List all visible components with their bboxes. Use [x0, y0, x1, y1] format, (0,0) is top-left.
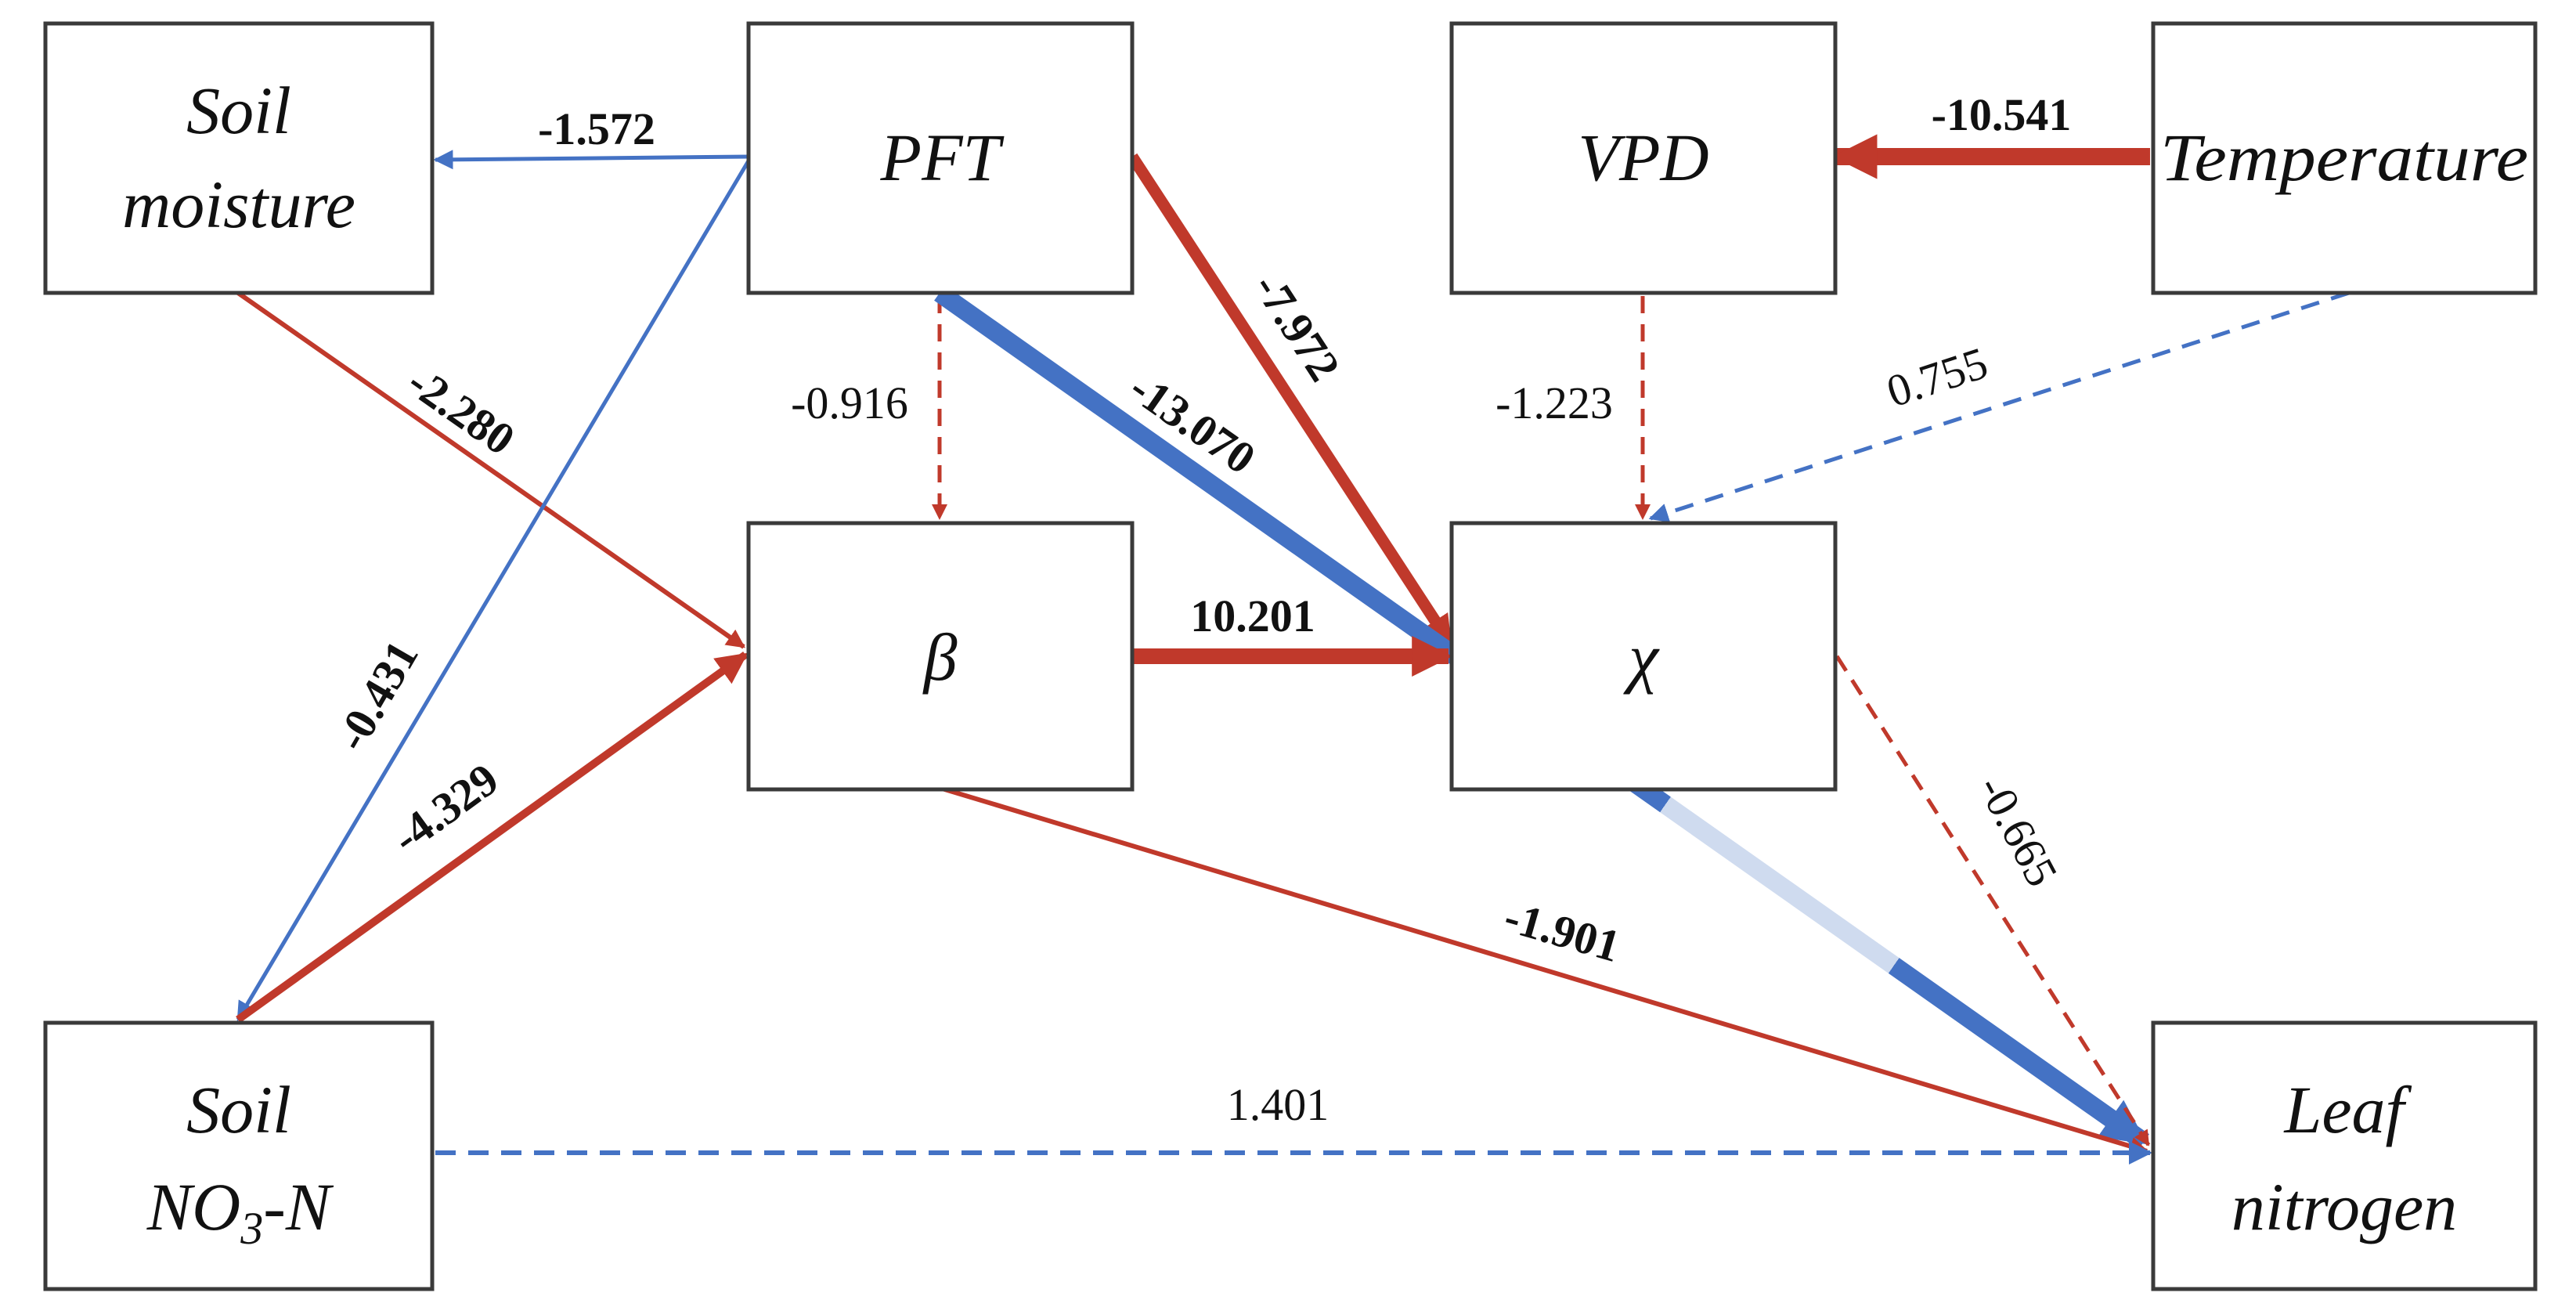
- label-soil-no3-to-leaf-nitrogen: 1.401: [1227, 1079, 1329, 1130]
- label-beta-to-chi: 10.201: [1190, 590, 1315, 641]
- edge-pft-to-soil-moisture: [433, 150, 751, 170]
- node-pft-label: PFT: [880, 120, 1005, 195]
- node-pft: PFT: [746, 21, 1135, 295]
- node-soil-moisture: Soil moisture: [43, 21, 435, 295]
- label-soil-no3-to-beta: -4.329: [383, 753, 507, 864]
- node-soil-moisture-line2: moisture: [122, 167, 355, 242]
- node-soil-moisture-line1: Soil: [186, 73, 291, 148]
- edge-temperature-to-chi: [1648, 291, 2350, 522]
- node-temperature-label: Temperature: [2160, 120, 2528, 195]
- node-leaf-nitrogen: Leaf nitrogen: [2151, 1020, 2538, 1291]
- label-vpd-to-chi: -1.223: [1495, 377, 1613, 428]
- node-chi: χ: [1449, 521, 1838, 792]
- node-soil-no3-line2-end: -N: [263, 1169, 334, 1244]
- edge-beta-to-leaf-nitrogen: [939, 785, 2149, 1156]
- node-soil-no3-line2-sub: 3: [240, 1203, 263, 1254]
- label-temperature-to-vpd: -10.541: [1932, 89, 2072, 140]
- node-leaf-nitrogen-line1: Leaf: [2283, 1072, 2412, 1147]
- label-temperature-to-chi: 0.755: [1881, 337, 1993, 417]
- node-temperature: Temperature: [2151, 21, 2538, 295]
- node-soil-no3-line1: Soil: [186, 1072, 291, 1147]
- edge-soil-no3-to-beta: [236, 651, 749, 1024]
- node-soil-no3-line2: NO3-N: [146, 1169, 334, 1254]
- node-vpd-label: VPD: [1578, 120, 1708, 195]
- edge-pft-to-soil-no3: [236, 157, 752, 1022]
- label-pft-to-chi: -7.972: [1243, 264, 1350, 390]
- node-soil-no3-line2-main: NO: [146, 1169, 240, 1244]
- node-beta-label: β: [922, 619, 958, 695]
- edge-soil-moisture-to-beta: [236, 291, 745, 649]
- edge-chi-to-leaf-nitrogen: [1835, 655, 2151, 1147]
- node-vpd: VPD: [1449, 21, 1838, 295]
- nodes: Soil moisture PFT VPD Temperature β χ: [43, 21, 2538, 1291]
- label-pft-to-beta: -0.916: [791, 377, 908, 428]
- node-beta: β: [746, 521, 1135, 792]
- edge-pft-to-chi: [1127, 153, 1456, 648]
- label-pft-to-soil-moisture: -1.572: [538, 103, 655, 154]
- node-chi-label: χ: [1623, 619, 1660, 695]
- node-leaf-nitrogen-line2: nitrogen: [2231, 1169, 2457, 1244]
- label-chi-to-leaf-nitrogen: -0.665: [1968, 767, 2068, 894]
- label-pft-to-soil-no3: -0.431: [326, 632, 428, 759]
- node-soil-no3: Soil NO3-N: [43, 1020, 435, 1291]
